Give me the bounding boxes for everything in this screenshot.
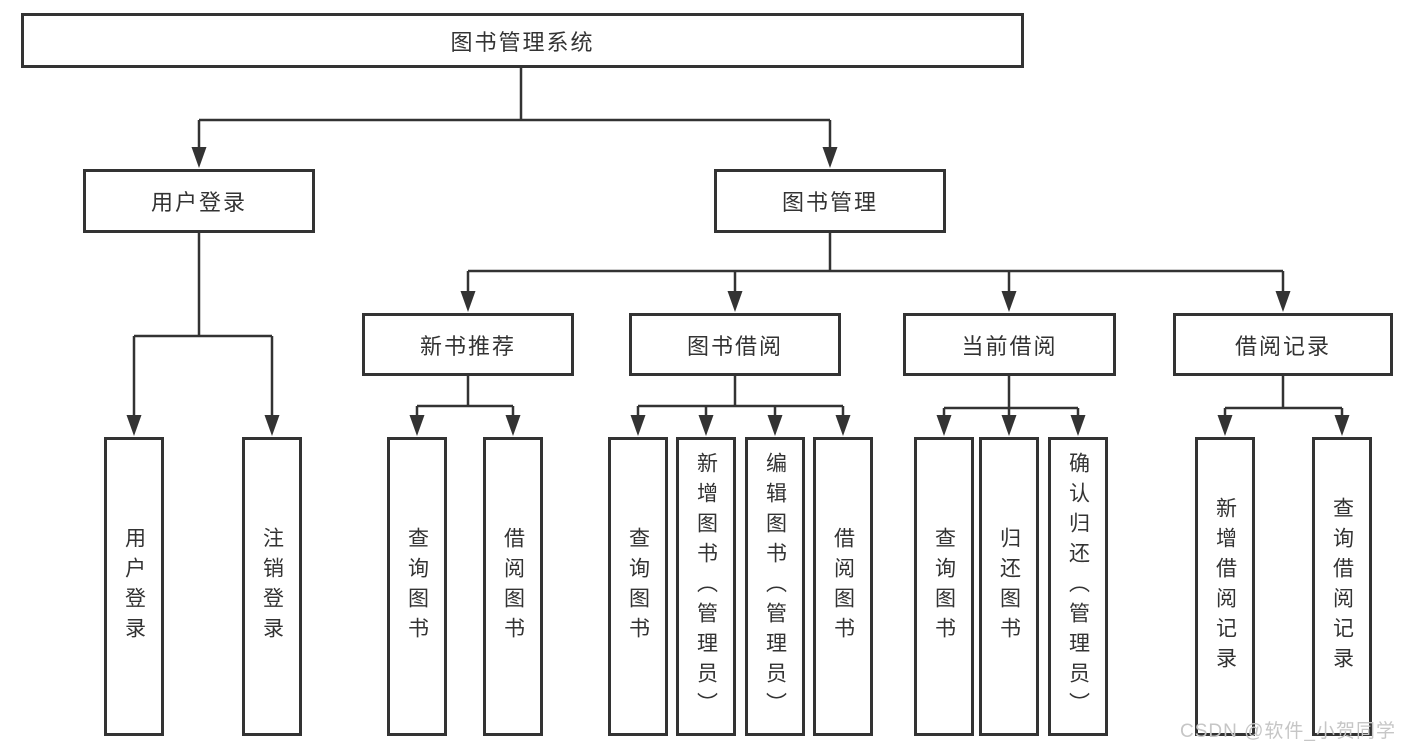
leaf-add-borrow-record: 新增借阅记录	[1195, 437, 1255, 736]
node-borrowing-records: 借阅记录	[1173, 313, 1393, 376]
leaf-query-books-recommend: 查询图书	[387, 437, 447, 736]
leaf-user-login: 用户登录	[104, 437, 164, 736]
leaf-borrow-books-borrowing: 借阅图书	[813, 437, 873, 736]
node-book-management: 图书管理	[714, 169, 946, 233]
leaf-return-books: 归还图书	[979, 437, 1039, 736]
node-book-borrowing: 图书借阅	[629, 313, 841, 376]
leaf-edit-books-admin: 编辑图书（管理员）	[745, 437, 805, 736]
node-new-book-recommendation: 新书推荐	[362, 313, 574, 376]
node-user-login: 用户登录	[83, 169, 315, 233]
leaf-confirm-return-admin: 确认归还（管理员）	[1048, 437, 1108, 736]
node-current-borrowing: 当前借阅	[903, 313, 1116, 376]
leaf-borrow-books-recommend: 借阅图书	[483, 437, 543, 736]
leaf-query-borrow-record: 查询借阅记录	[1312, 437, 1372, 736]
node-root: 图书管理系统	[21, 13, 1024, 68]
leaf-add-books-admin: 新增图书（管理员）	[676, 437, 736, 736]
csdn-watermark: CSDN @软件_小贺同学	[1180, 721, 1396, 742]
leaf-query-books-borrowing: 查询图书	[608, 437, 668, 736]
leaf-logout-login: 注销登录	[242, 437, 302, 736]
leaf-query-books-current: 查询图书	[914, 437, 974, 736]
